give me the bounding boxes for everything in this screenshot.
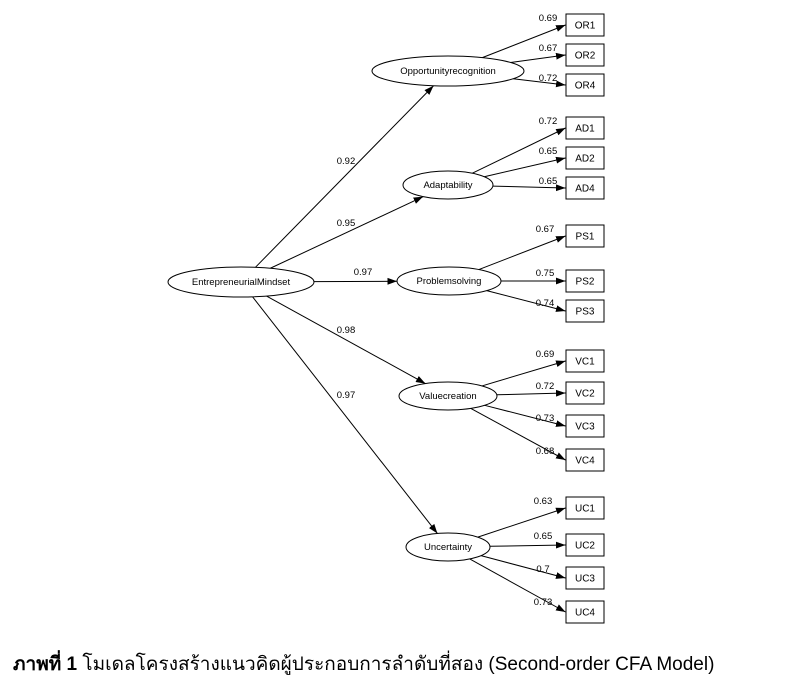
loading-arrow-VC2 (496, 389, 566, 397)
factor-node-adaptability (402, 170, 494, 200)
figure-caption-number: ภาพที่ 1 (13, 654, 78, 675)
labels-layer: 0.92OR10.69OR20.67OR40.72Opportunityreco… (192, 13, 596, 619)
indicator-label-AD4: AD4 (575, 184, 595, 195)
loading-value-PS1: 0.67 (536, 224, 555, 235)
path-coefficient-uncertainty: 0.97 (337, 390, 356, 401)
figure-caption: ภาพที่ 1 โมเดลโครงสร้างแนวคิดผู้ประกอบกา… (13, 653, 714, 678)
indicator-box-VC2 (565, 381, 605, 405)
loading-arrow-VC3 (484, 404, 566, 427)
loading-arrow-PS1 (478, 235, 566, 270)
loading-arrow-PS3 (486, 290, 566, 312)
loading-value-VC1: 0.69 (536, 349, 555, 360)
indicator-box-AD2 (565, 146, 605, 170)
loading-arrow-UC2 (489, 541, 566, 549)
loading-value-PS2: 0.75 (536, 268, 555, 279)
path-arrow-uncertainty (252, 296, 438, 534)
loading-arrow-AD2 (484, 156, 566, 178)
indicator-box-UC3 (565, 566, 605, 590)
loading-arrow-UC3 (480, 555, 566, 579)
path-coefficient-valuecreation: 0.98 (337, 325, 356, 336)
indicator-box-VC1 (565, 349, 605, 373)
indicator-box-PS2 (565, 269, 605, 293)
path-coefficient-adaptability: 0.95 (337, 218, 356, 229)
factor-node-opportunityrecognition-label: Opportunityrecognition (400, 66, 496, 77)
indicator-box-VC3 (565, 414, 605, 438)
indicator-box-OR2 (565, 43, 605, 67)
indicator-label-VC4: VC4 (575, 456, 595, 467)
loading-value-PS3: 0.74 (536, 298, 555, 309)
indicator-label-UC4: UC4 (575, 608, 595, 619)
indicator-label-AD2: AD2 (575, 154, 595, 165)
factor-node-opportunityrecognition (371, 55, 525, 87)
loading-value-UC1: 0.63 (534, 496, 553, 507)
path-arrow-valuecreation (266, 295, 426, 385)
loading-arrow-OR4 (513, 78, 566, 88)
figure-caption-text: โมเดลโครงสร้างแนวคิดผู้ประกอบการลำดับที่… (77, 654, 715, 675)
loading-value-AD2: 0.65 (539, 146, 558, 157)
loading-value-VC4: 0.68 (536, 446, 555, 457)
indicator-label-OR4: OR4 (575, 81, 596, 92)
loading-value-AD1: 0.72 (539, 116, 558, 127)
factor-node-valuecreation-label: Valuecreation (419, 391, 476, 402)
second-order-cfa-diagram: 0.92OR10.69OR20.67OR40.72Opportunityreco… (167, 13, 605, 624)
loading-arrow-AD4 (492, 184, 566, 192)
loading-arrow-VC4 (470, 407, 566, 461)
indicator-box-OR4 (565, 73, 605, 97)
factor-node-valuecreation (398, 381, 498, 411)
indicator-box-UC2 (565, 533, 605, 557)
nodes-layer (167, 13, 605, 624)
loading-arrow-OR2 (510, 52, 566, 64)
loading-value-OR2: 0.67 (539, 43, 558, 54)
indicator-label-UC2: UC2 (575, 541, 595, 552)
second-order-node-label: EntrepreneurialMindset (192, 277, 291, 288)
indicator-box-AD4 (565, 176, 605, 200)
indicator-label-VC1: VC1 (575, 357, 595, 368)
loading-value-OR1: 0.69 (539, 13, 558, 24)
indicator-box-UC1 (565, 496, 605, 520)
factor-node-problemsolving (396, 266, 502, 296)
indicator-label-VC3: VC3 (575, 422, 595, 433)
loading-arrow-UC4 (469, 558, 566, 613)
edges-layer (252, 24, 566, 613)
indicator-label-PS2: PS2 (576, 277, 595, 288)
factor-node-uncertainty-label: Uncertainty (424, 542, 472, 553)
indicator-label-UC3: UC3 (575, 574, 595, 585)
factor-node-uncertainty (405, 532, 491, 562)
loading-arrow-VC1 (481, 360, 566, 387)
indicator-box-PS3 (565, 299, 605, 323)
loading-value-UC2: 0.65 (534, 531, 553, 542)
loading-arrow-OR1 (482, 24, 566, 59)
second-order-node (167, 266, 315, 298)
indicator-box-PS1 (565, 224, 605, 248)
loading-value-UC4: 0.73 (534, 597, 553, 608)
path-arrow-opportunityrecognition (255, 85, 434, 268)
indicator-label-AD1: AD1 (575, 124, 595, 135)
indicator-label-PS3: PS3 (576, 307, 595, 318)
path-arrow-adaptability (270, 196, 424, 269)
indicator-label-PS1: PS1 (576, 232, 595, 243)
indicator-label-OR1: OR1 (575, 21, 596, 32)
indicator-label-UC1: UC1 (575, 504, 595, 515)
indicator-label-OR2: OR2 (575, 51, 596, 62)
indicator-box-OR1 (565, 13, 605, 37)
indicator-box-AD1 (565, 116, 605, 140)
path-coefficient-opportunityrecognition: 0.92 (337, 156, 356, 167)
loading-value-VC3: 0.73 (536, 413, 555, 424)
indicator-box-UC4 (565, 600, 605, 624)
indicator-box-VC4 (565, 448, 605, 472)
path-coefficient-problemsolving: 0.97 (354, 267, 373, 278)
loading-arrow-UC1 (477, 507, 566, 538)
loading-value-VC2: 0.72 (536, 381, 555, 392)
loading-value-AD4: 0.65 (539, 176, 558, 187)
indicator-label-VC2: VC2 (575, 389, 595, 400)
loading-arrow-AD1 (472, 127, 566, 174)
factor-node-adaptability-label: Adaptability (423, 180, 472, 191)
loading-value-OR4: 0.72 (539, 73, 558, 84)
loading-value-UC3: 0.7 (536, 564, 549, 575)
factor-node-problemsolving-label: Problemsolving (417, 276, 482, 287)
